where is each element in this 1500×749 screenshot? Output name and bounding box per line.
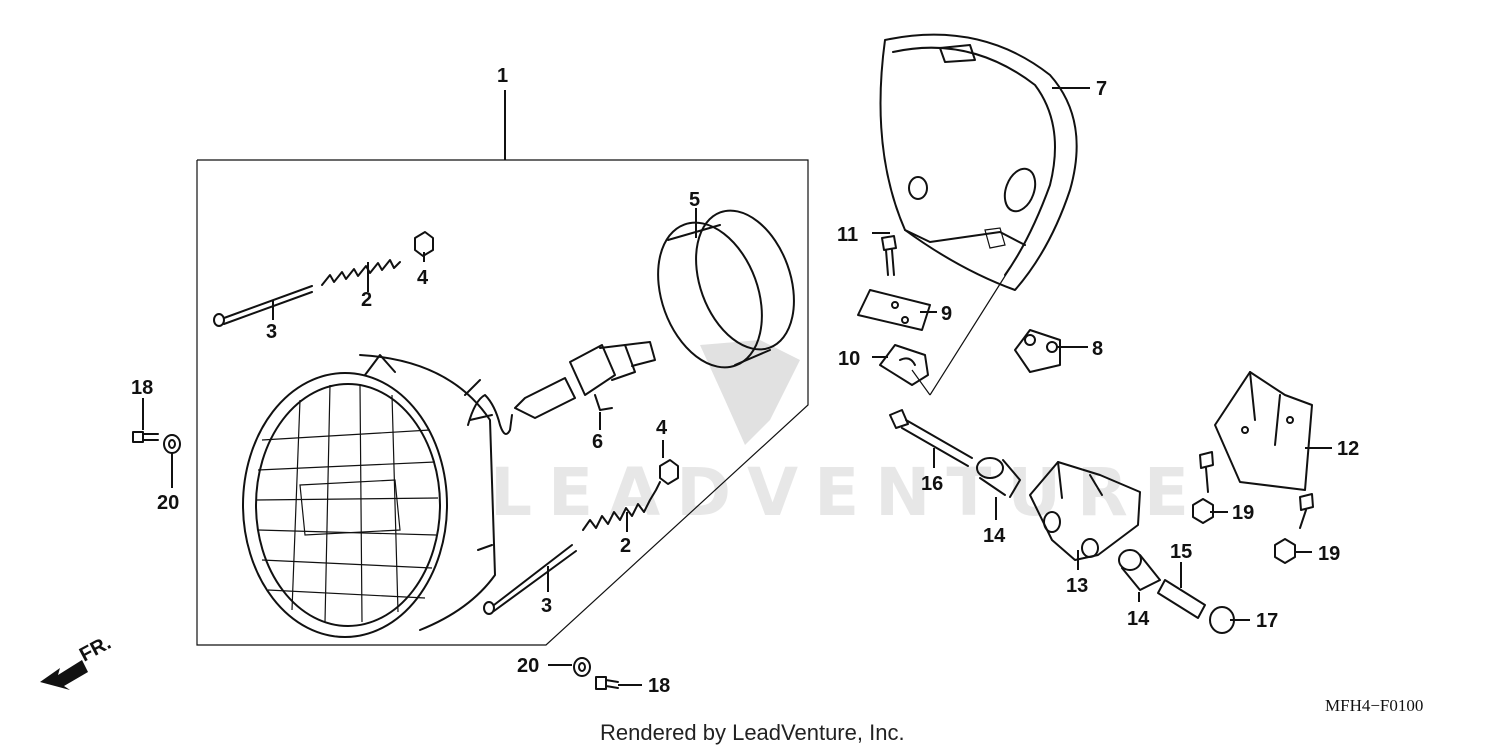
headlight-assembly-outline — [196, 90, 809, 646]
callout-11: 11 — [837, 224, 858, 246]
callout-1: 1 — [497, 65, 508, 87]
bolt-11 — [881, 235, 897, 276]
adjusting-screw-upper — [213, 285, 313, 327]
nut-upper — [414, 231, 434, 257]
callout-3-upper: 3 — [266, 321, 277, 343]
callout-16: 16 — [921, 473, 943, 495]
bolt-left — [132, 431, 159, 443]
callout-19-upper: 19 — [1232, 502, 1254, 524]
callout-leaders — [142, 87, 1332, 686]
bolt-12-left — [1199, 451, 1214, 493]
front-direction-arrow: FR. — [40, 632, 115, 690]
spring-lower — [582, 481, 661, 531]
nut-19-lower — [1274, 538, 1296, 564]
plate-9 — [857, 289, 931, 331]
callout-18-left: 18 — [131, 377, 153, 399]
bracket-8 — [1014, 329, 1061, 373]
figure-code: MFH4−F0100 — [1325, 696, 1423, 715]
headlight-case — [879, 33, 1078, 291]
spring-upper — [321, 259, 401, 286]
nut-lower — [659, 459, 679, 485]
callout-20-bottom: 20 — [517, 655, 539, 677]
callout-7: 7 — [1096, 78, 1107, 100]
watermark-logo — [700, 340, 800, 445]
watermark-text: LEADVENTURE — [490, 454, 1205, 531]
collar-14-upper — [976, 457, 1021, 498]
leader-lines-case — [911, 264, 1013, 396]
bolt-12-right — [1299, 493, 1314, 529]
callout-6: 6 — [592, 431, 603, 453]
collar-14-lower — [1118, 549, 1161, 591]
callout-5: 5 — [689, 189, 700, 211]
plate-10 — [879, 344, 929, 386]
headlight-unit — [242, 354, 496, 638]
callout-15: 15 — [1170, 541, 1192, 563]
bolt-16 — [889, 409, 973, 467]
callout-19-lower: 19 — [1318, 543, 1340, 565]
callout-17: 17 — [1256, 610, 1278, 632]
callout-4-lower: 4 — [656, 417, 668, 439]
callout-13: 13 — [1066, 575, 1088, 597]
callout-8: 8 — [1092, 338, 1103, 360]
callout-14-lower: 14 — [1127, 608, 1150, 630]
bracket-12 — [1214, 371, 1313, 491]
callout-12: 12 — [1337, 438, 1359, 460]
washer-left — [163, 434, 181, 454]
headlight-bulb — [467, 341, 656, 435]
bracket-13 — [1029, 461, 1141, 561]
adjusting-screw-lower — [483, 544, 577, 615]
bolt-bottom — [595, 676, 619, 690]
dust-cover — [657, 209, 795, 369]
washer-bottom — [573, 657, 591, 677]
callout-9: 9 — [941, 303, 952, 325]
callout-2-upper: 2 — [361, 289, 372, 311]
callout-10: 10 — [838, 348, 860, 370]
callout-20-left: 20 — [157, 492, 179, 514]
pin-15 — [1157, 579, 1206, 619]
callout-4-upper: 4 — [417, 267, 429, 289]
callout-18-bottom: 18 — [648, 675, 670, 697]
callout-3-lower: 3 — [541, 595, 552, 617]
callout-14-upper: 14 — [983, 525, 1006, 547]
nut-19-upper — [1192, 498, 1214, 524]
callout-2-lower: 2 — [620, 535, 631, 557]
render-credit: Rendered by LeadVenture, Inc. — [600, 720, 905, 745]
